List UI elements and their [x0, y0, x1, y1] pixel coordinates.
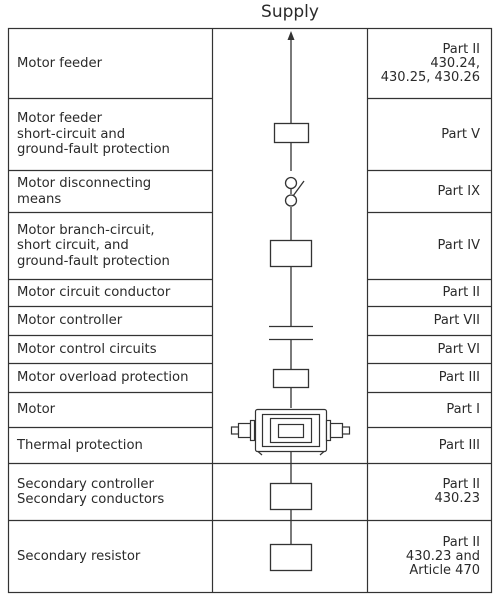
- row-dividers-left: [8, 97, 212, 522]
- row-article-motor: Part I: [446, 402, 480, 417]
- row-label-circuit-conductor: Motor circuit conductor: [17, 285, 171, 301]
- row-label-controller: Motor controller: [17, 313, 123, 329]
- row-label-motor-feeder: Motor feeder: [17, 55, 103, 71]
- row-article-control-circuits: Part VI: [437, 341, 480, 357]
- row-article-thermal-protection: Part III: [438, 437, 480, 453]
- row-label-control-circuits: Motor control circuits: [17, 341, 157, 357]
- disconnect-switch-icon: [284, 176, 305, 207]
- row-label-overload-protection: Motor overload protection: [17, 370, 189, 386]
- row-label-branch-protection: Motor branch-circuit, short circuit, and…: [17, 222, 170, 269]
- row-article-overload-protection: Part III: [438, 370, 480, 385]
- row-dividers-middle: [212, 462, 368, 522]
- row-article-secondary-controller: Part II 430.23: [434, 477, 481, 506]
- supply-arrow-icon: [287, 31, 295, 40]
- row-label-secondary-controller: Secondary controller Secondary conductor…: [17, 476, 165, 508]
- row-label-disconnecting-means: Motor disconnecting means: [17, 176, 152, 207]
- row-label-motor: Motor: [17, 402, 56, 418]
- feeder-protection-symbol: [273, 122, 310, 144]
- row-article-motor-feeder: Part II 430.24, 430.25, 430.26: [380, 41, 480, 85]
- table-border: [7, 27, 493, 594]
- row-article-branch-protection: Part IV: [437, 238, 480, 253]
- secondary-resistor-symbol: [269, 543, 313, 572]
- row-label-feeder-protection: Motor feeder short-circuit and ground-fa…: [17, 111, 170, 158]
- row-dividers-right: [368, 97, 491, 522]
- row-article-secondary-resistor: Part II 430.23 and Article 470: [405, 534, 480, 578]
- controller-contact-icon: [269, 325, 313, 341]
- row-article-controller: Part VII: [433, 313, 480, 328]
- supply-label: Supply: [261, 2, 319, 22]
- row-label-secondary-resistor: Secondary resistor: [17, 548, 141, 564]
- row-label-thermal-protection: Thermal protection: [17, 437, 143, 453]
- row-article-circuit-conductor: Part II: [442, 285, 480, 300]
- overload-protection-symbol: [272, 368, 310, 389]
- row-article-disconnecting-means: Part IX: [437, 183, 480, 199]
- branch-protection-symbol: [269, 239, 313, 268]
- secondary-controller-symbol: [269, 482, 313, 511]
- row-article-feeder-protection: Part V: [441, 126, 480, 142]
- motor-icon: [230, 408, 351, 456]
